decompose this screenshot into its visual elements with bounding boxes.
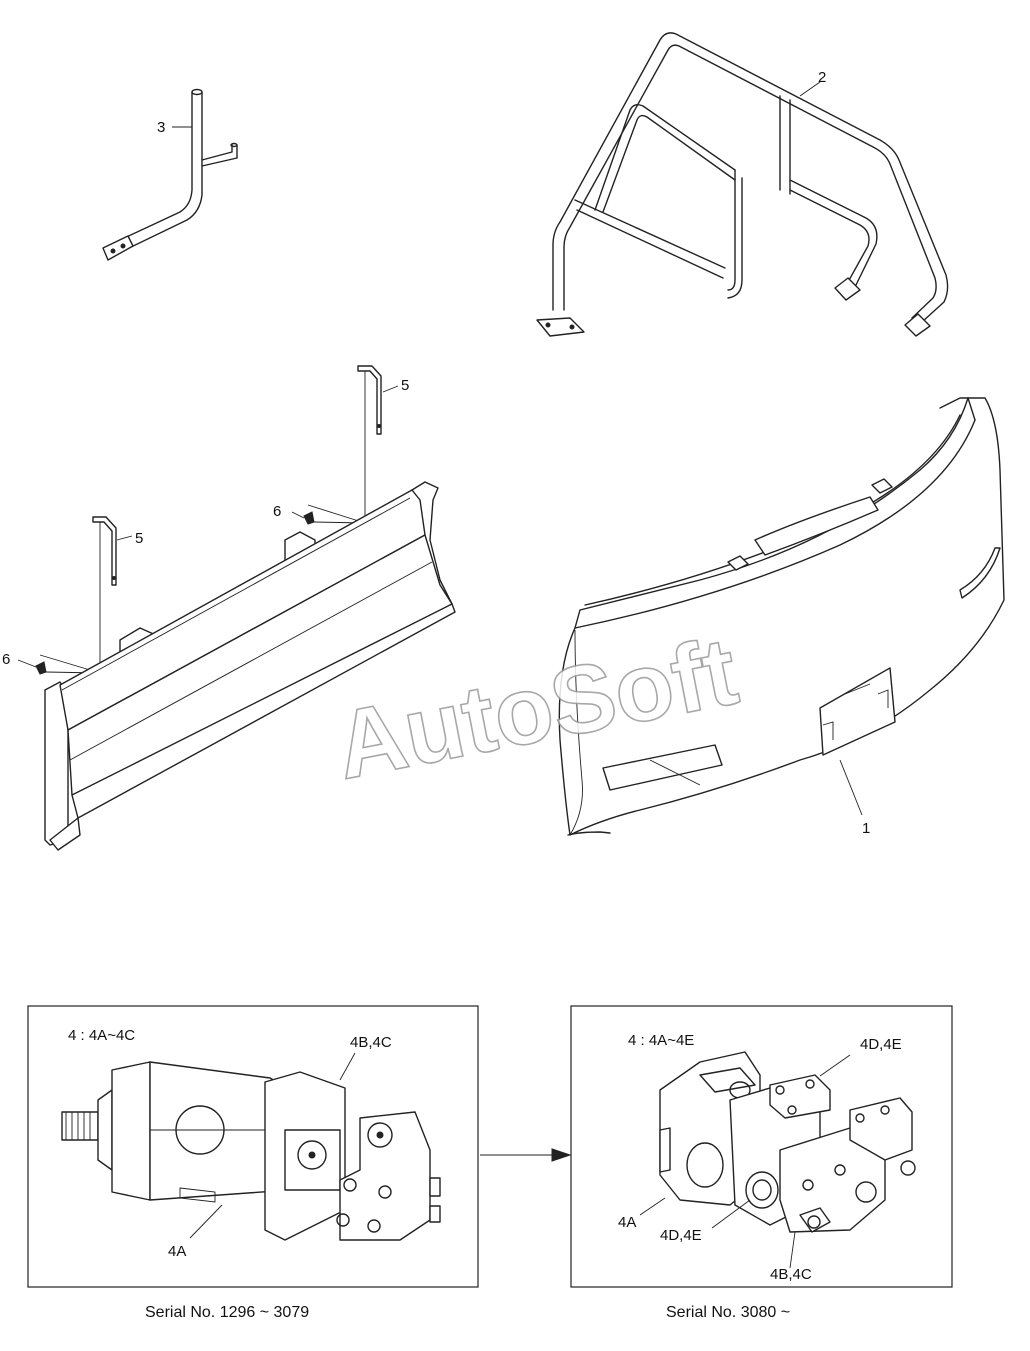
- callout-5-lower: 5: [135, 530, 143, 547]
- pump-new-illustration: [639, 1051, 916, 1269]
- panel-right-label-bottom: 4B,4C: [770, 1266, 812, 1283]
- part-3-rod: [102, 88, 238, 261]
- panel-right: 4 : 4A~4E 4D,4E 4A 4D,4E 4B,4C: [570, 1005, 953, 1288]
- callout-6-lower: 6: [2, 651, 10, 668]
- panel-left-caption: Serial No. 1296 ~ 3079: [145, 1304, 309, 1321]
- panel-right-label-left: 4A: [618, 1214, 636, 1231]
- pump-old-illustration: [61, 1052, 441, 1241]
- callout-2: 2: [818, 69, 826, 86]
- panel-right-header: 4 : 4A~4E: [628, 1032, 694, 1049]
- callout-1: 1: [862, 820, 870, 837]
- panel-arrow: [480, 1148, 572, 1162]
- panel-right-label-top: 4D,4E: [860, 1036, 902, 1053]
- panel-left: 4 : 4A~4C 4B,4C 4A: [27, 1005, 479, 1288]
- part-5-strap-lower: [92, 516, 133, 675]
- part-6-fasteners: [17, 504, 366, 675]
- part-2-guard-frame: [536, 32, 949, 337]
- part-5-strap-upper: [357, 365, 399, 520]
- callout-6-upper: 6: [273, 503, 281, 520]
- panel-left-header: 4 : 4A~4C: [68, 1027, 135, 1044]
- callout-5-upper: 5: [401, 377, 409, 394]
- panel-left-label-top: 4B,4C: [350, 1034, 392, 1051]
- panel-right-caption: Serial No. 3080 ~: [666, 1304, 790, 1321]
- panel-left-label-bottom: 4A: [168, 1243, 186, 1260]
- part-1-counterweight: [558, 397, 1005, 836]
- panel-right-label-mid: 4D,4E: [660, 1227, 702, 1244]
- callout-3: 3: [157, 119, 165, 136]
- dozer-blade: [44, 481, 456, 851]
